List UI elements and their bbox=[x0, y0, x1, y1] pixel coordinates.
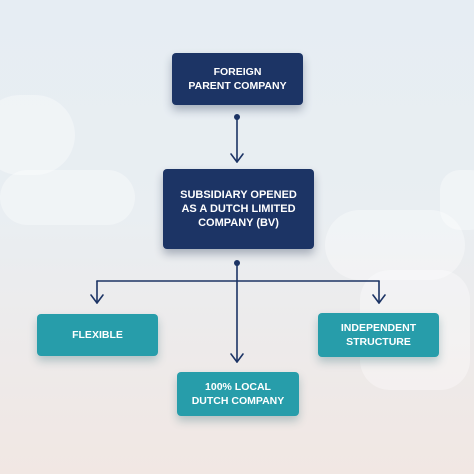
background-shape bbox=[325, 210, 465, 280]
arrowhead-flexible bbox=[90, 294, 104, 304]
foreign-parent-company-box: FOREIGN PARENT COMPANY bbox=[172, 53, 303, 105]
arrowhead-independent bbox=[372, 294, 386, 304]
flexible-box: FLEXIBLE bbox=[37, 314, 158, 356]
flexible-label: FLEXIBLE bbox=[72, 329, 123, 341]
background-shape bbox=[440, 170, 474, 230]
connector-dot-subsidiary bbox=[234, 260, 240, 266]
subsidiary-dutch-bv-box: SUBSIDIARY OPENED AS A DUTCH LIMITED COM… bbox=[163, 169, 314, 249]
subsidiary-label: SUBSIDIARY OPENED AS A DUTCH LIMITED COM… bbox=[180, 189, 297, 229]
arrowhead-local bbox=[230, 353, 244, 363]
foreign-parent-company-label: FOREIGN PARENT COMPANY bbox=[188, 66, 287, 92]
background-shape bbox=[0, 170, 135, 225]
local-dutch-company-label: 100% LOCAL DUTCH COMPANY bbox=[191, 381, 285, 407]
independent-structure-box: INDEPENDENT STRUCTURE bbox=[318, 313, 439, 357]
local-dutch-company-box: 100% LOCAL DUTCH COMPANY bbox=[177, 372, 299, 416]
independent-structure-label: INDEPENDENT STRUCTURE bbox=[340, 322, 417, 348]
background-shape bbox=[0, 95, 75, 175]
arrowhead-subsidiary bbox=[230, 153, 244, 163]
connector-dot-parent bbox=[234, 114, 240, 120]
